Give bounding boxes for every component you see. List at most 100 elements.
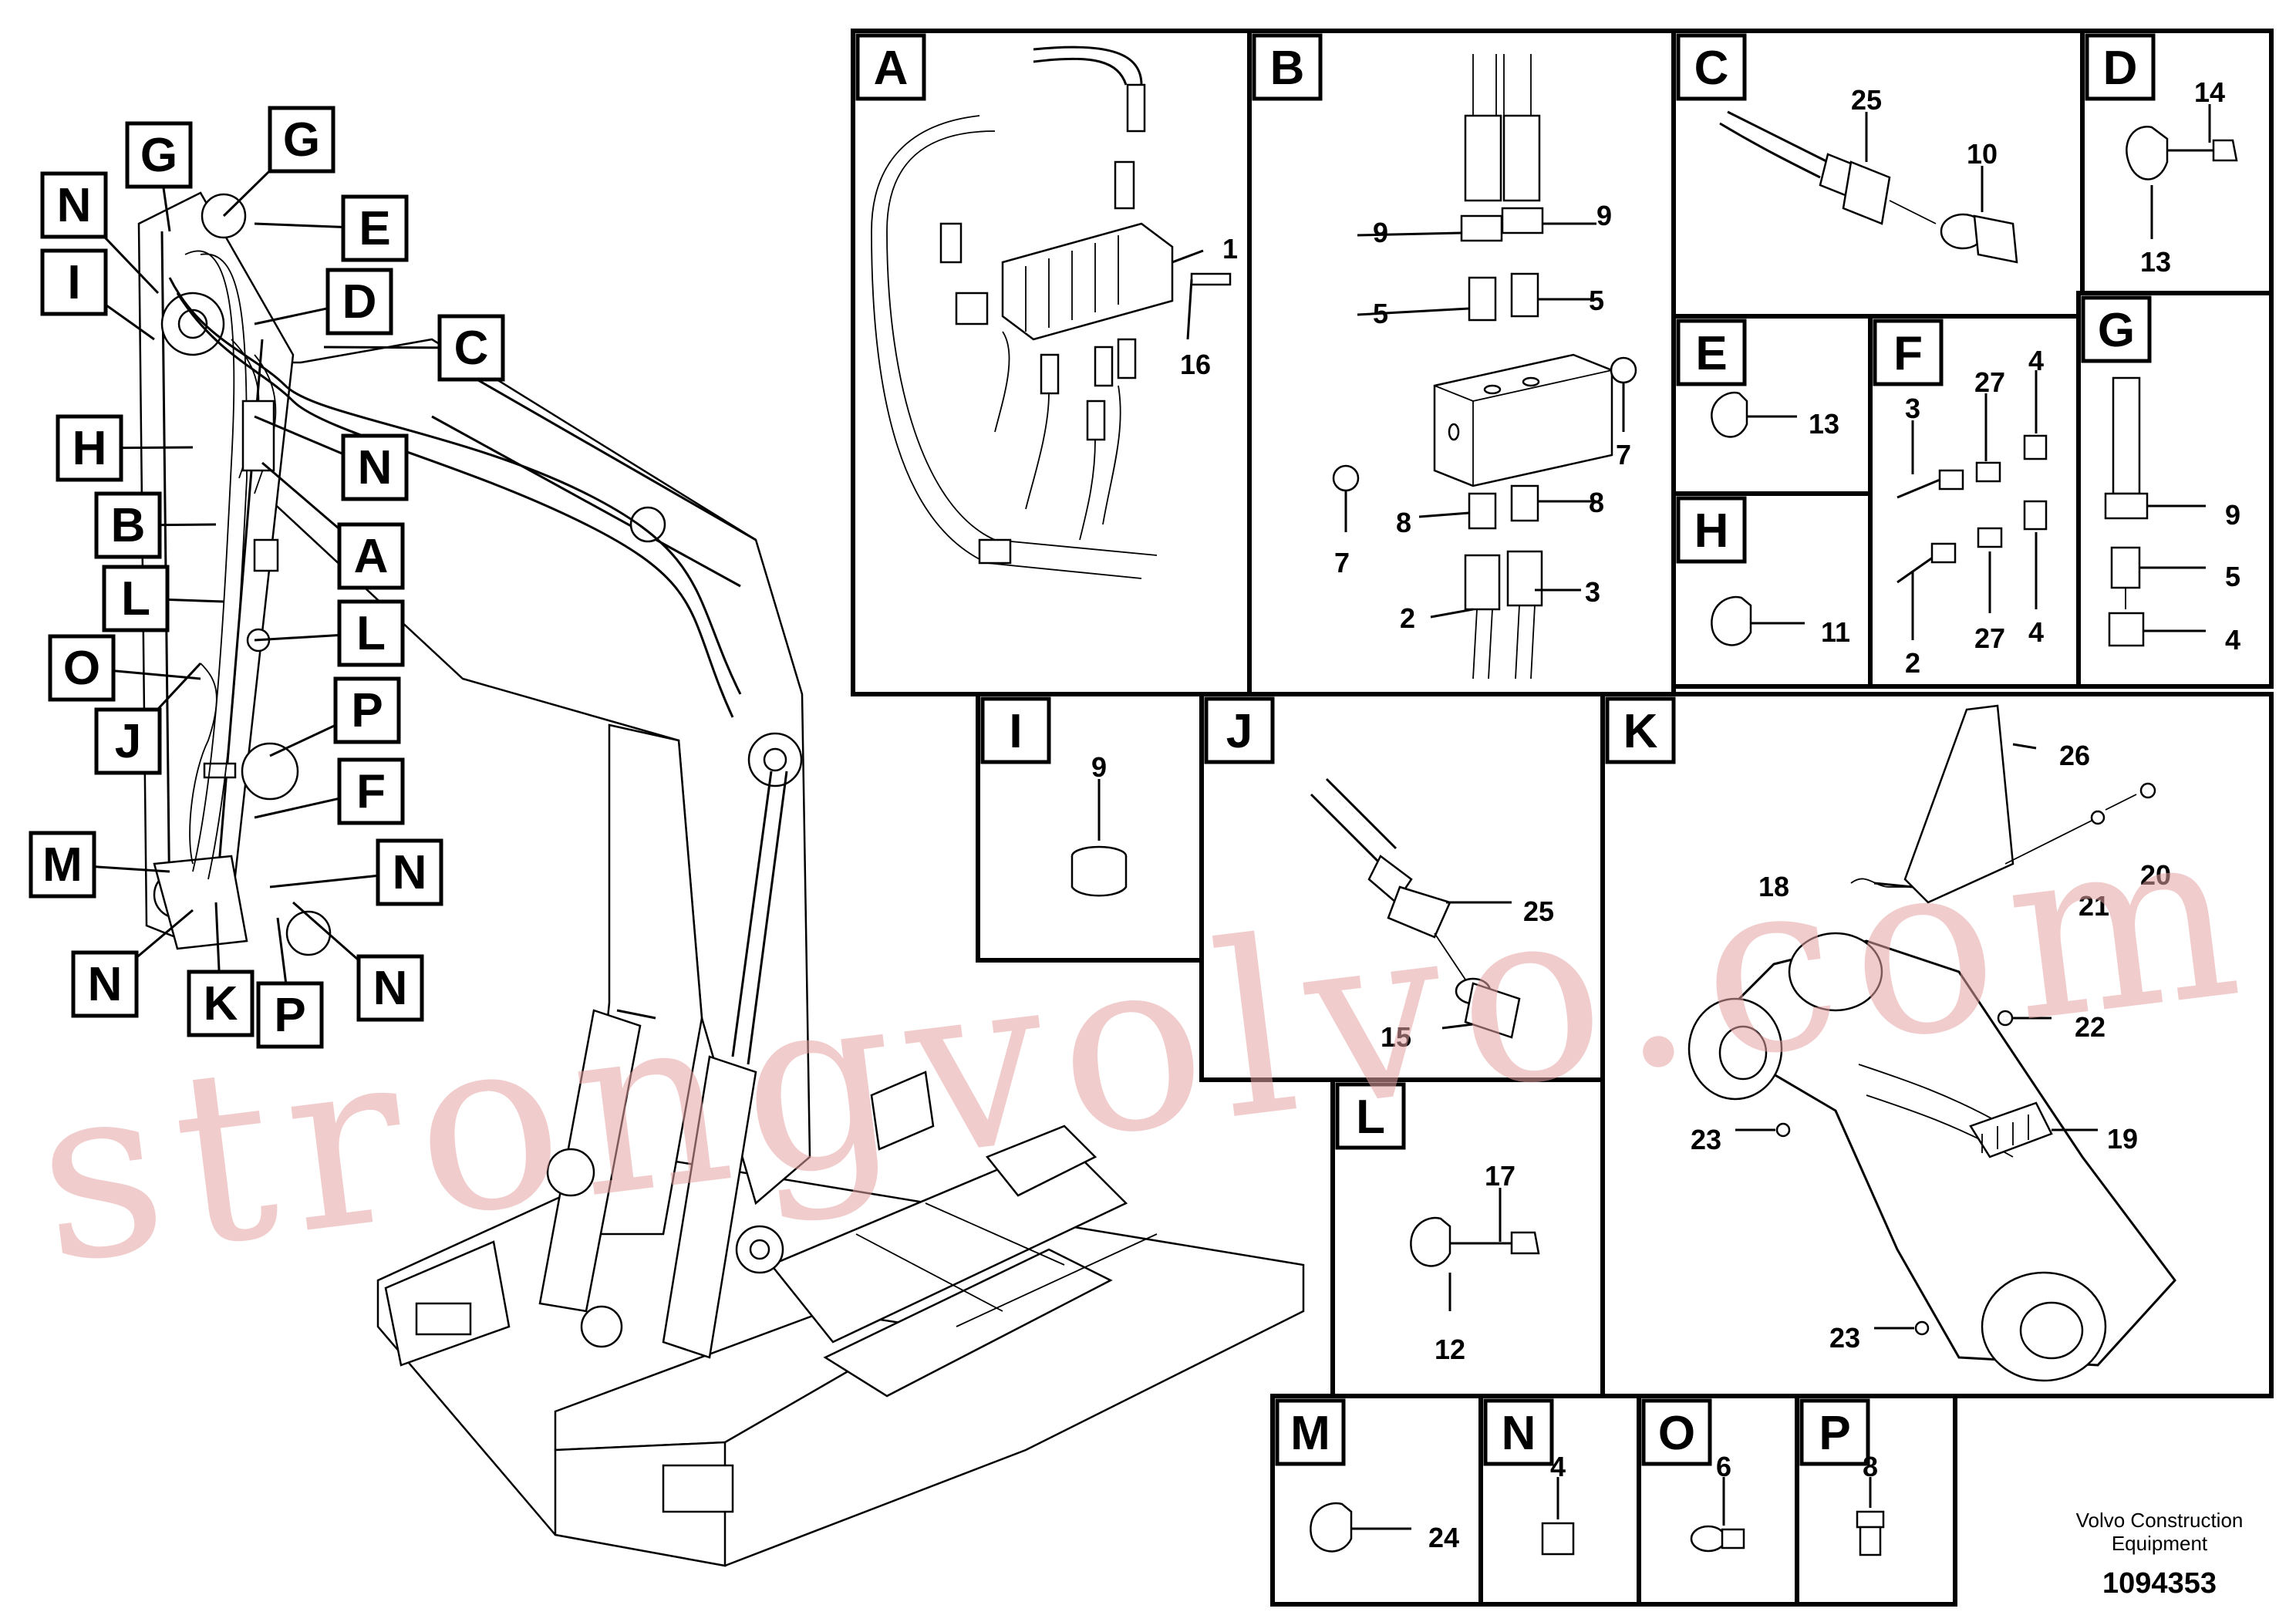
overview-tag-e: E bbox=[254, 194, 409, 262]
overview-tag-j: J bbox=[94, 662, 202, 775]
panel-letter-text: N bbox=[1502, 1407, 1536, 1460]
part-number-b: 8 bbox=[1589, 487, 1604, 518]
panel-letter-text: M bbox=[1290, 1407, 1330, 1460]
overview-tag-h: H bbox=[56, 414, 194, 482]
part-number-h: 11 bbox=[1821, 616, 1850, 648]
part-number-f: 2 bbox=[1905, 647, 1920, 679]
overview-tag-n: N bbox=[269, 838, 443, 906]
part-number-n: 4 bbox=[1550, 1451, 1566, 1482]
part-number-k: 26 bbox=[2059, 740, 2090, 771]
part-number-b: 2 bbox=[1400, 602, 1415, 634]
part-number-g: 5 bbox=[2225, 561, 2240, 592]
panel-letter-text: G bbox=[2098, 304, 2135, 357]
part-number-k: 21 bbox=[2079, 890, 2109, 922]
panel-letter-text: D bbox=[2103, 42, 2138, 95]
part-number-l: 17 bbox=[1485, 1160, 1515, 1192]
part-number-o: 6 bbox=[1716, 1451, 1731, 1482]
panel-letter-m: M bbox=[1275, 1398, 1346, 1466]
overview-tag-n: N bbox=[40, 171, 160, 295]
panel-letter-b: B bbox=[1252, 33, 1323, 101]
panel-labels: A B C D E F G H I J K L M N O P bbox=[855, 33, 2156, 1466]
panel-letter-text: P bbox=[1819, 1407, 1850, 1460]
overview-tag-text: C bbox=[454, 322, 489, 375]
brand-line2: Equipment bbox=[2112, 1532, 2208, 1555]
overview-tag-g: G bbox=[125, 121, 193, 232]
panel-k bbox=[1600, 692, 2274, 1398]
part-number-p: 8 bbox=[1863, 1451, 1878, 1482]
overview-tag-d: D bbox=[254, 268, 393, 336]
boom-cylinders bbox=[538, 771, 788, 1359]
panel-letter-a: A bbox=[855, 33, 926, 101]
part-number-j: 25 bbox=[1523, 895, 1554, 927]
overview-tag-text: E bbox=[359, 202, 390, 255]
panel-letter-f: F bbox=[1873, 319, 1944, 386]
part-number-b: 5 bbox=[1589, 285, 1604, 316]
panel-letter-p: P bbox=[1799, 1398, 1870, 1466]
hydraulic-hoses bbox=[168, 250, 742, 880]
overview-tag-text: O bbox=[63, 642, 100, 695]
part-number-f: 27 bbox=[1974, 622, 2005, 654]
overview-tag-text: J bbox=[115, 715, 141, 768]
part-number-l: 12 bbox=[1435, 1334, 1465, 1365]
overview-tag-m: M bbox=[29, 831, 170, 899]
overview-tag-text: N bbox=[373, 962, 408, 1015]
panel-letter-o: O bbox=[1641, 1398, 1712, 1466]
part-number-i: 9 bbox=[1091, 751, 1107, 783]
part-number-g: 4 bbox=[2225, 624, 2240, 656]
part-number-b: 7 bbox=[1616, 439, 1631, 470]
part-number-f: 4 bbox=[2028, 616, 2044, 648]
part-number-d: 13 bbox=[2140, 246, 2171, 278]
panel-letter-text: O bbox=[1658, 1407, 1695, 1460]
overview-tag-text: P bbox=[351, 684, 383, 737]
part-number-c: 25 bbox=[1851, 84, 1882, 116]
panel-letter-text: I bbox=[1009, 705, 1022, 758]
overview-tag-text: I bbox=[67, 256, 80, 309]
part-number-m: 24 bbox=[1428, 1522, 1459, 1553]
overview-tag-text: M bbox=[42, 838, 83, 892]
overview-tag-text: N bbox=[57, 179, 92, 232]
overview-tag-i: I bbox=[40, 248, 155, 341]
panel-letter-l: L bbox=[1335, 1082, 1406, 1150]
overview-tag-p: P bbox=[256, 917, 324, 1049]
overview-tag-n: N bbox=[254, 415, 409, 501]
part-number-b: 7 bbox=[1334, 547, 1350, 578]
panel-letter-h: H bbox=[1676, 496, 1747, 564]
part-number-d: 14 bbox=[2194, 76, 2225, 108]
part-number-k: 19 bbox=[2107, 1123, 2138, 1155]
panel-letter-text: F bbox=[1893, 327, 1923, 380]
panel-letter-text: L bbox=[1356, 1091, 1385, 1144]
overview-tag-text: D bbox=[342, 275, 377, 329]
part-number-a: 1 bbox=[1222, 233, 1238, 265]
overview-tag-text: B bbox=[111, 499, 146, 552]
panel-letter-e: E bbox=[1676, 319, 1747, 386]
detail-panels bbox=[851, 29, 2274, 1607]
overview-tag-text: G bbox=[283, 113, 320, 167]
overview-tag-c: C bbox=[323, 314, 505, 382]
part-number-k: 18 bbox=[1758, 871, 1789, 902]
overview-tag-text: P bbox=[274, 989, 305, 1042]
overview-tag-l: L bbox=[254, 599, 405, 667]
overview-tag-text: H bbox=[72, 422, 107, 475]
panel-letter-i: I bbox=[980, 696, 1051, 764]
part-number-k: 22 bbox=[2075, 1011, 2106, 1043]
overview-tag-text: K bbox=[204, 977, 238, 1030]
panel-letter-text: J bbox=[1226, 705, 1253, 758]
part-number-b: 8 bbox=[1396, 507, 1411, 538]
part-number-k: 23 bbox=[1829, 1322, 1860, 1354]
part-number-k: 20 bbox=[2140, 859, 2171, 891]
panel-letter-c: C bbox=[1676, 33, 1747, 101]
overview-tag-n: N bbox=[292, 901, 424, 1022]
overview-tag-o: O bbox=[48, 634, 201, 702]
brand-line1: Volvo Construction bbox=[2076, 1509, 2244, 1532]
panel-letter-d: D bbox=[2085, 33, 2156, 101]
overview-tag-n: N bbox=[71, 909, 194, 1018]
part-number-j: 15 bbox=[1381, 1021, 1411, 1053]
part-number-f: 4 bbox=[2028, 345, 2044, 376]
part-number-b: 5 bbox=[1373, 298, 1388, 329]
panel-letter-text: K bbox=[1623, 705, 1658, 758]
overview-tag-p: P bbox=[269, 676, 401, 757]
